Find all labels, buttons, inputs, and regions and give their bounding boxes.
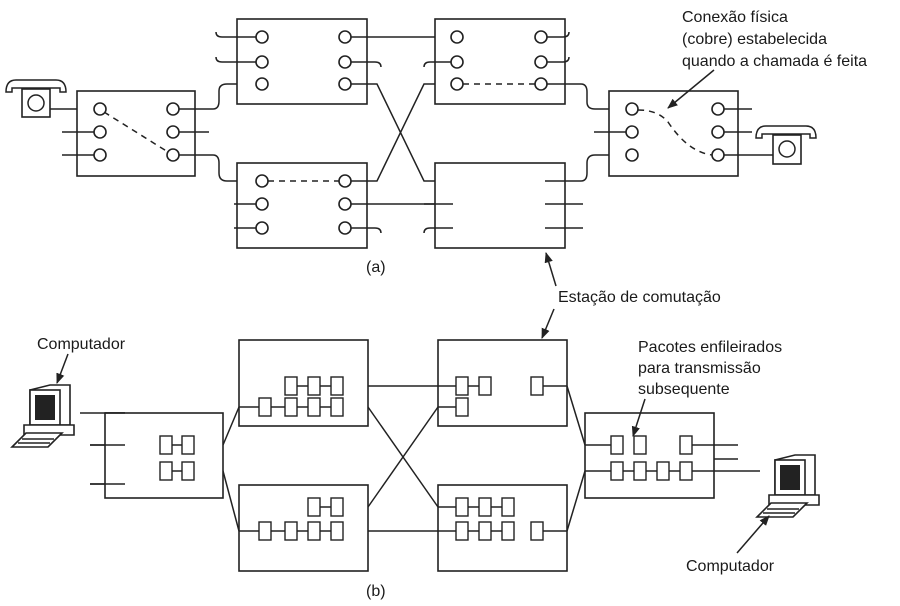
packet: [610, 435, 624, 455]
packet: [307, 376, 321, 396]
annotation-arrow: [631, 398, 646, 437]
packet: [284, 397, 298, 417]
link-line: [222, 470, 240, 532]
packet: [258, 397, 272, 417]
switch-station-annotation: Estação de comutação: [541, 251, 721, 339]
packets-annotation-line1: Pacotes enfileirados: [638, 339, 782, 356]
packet: [181, 435, 195, 455]
packet: [501, 521, 515, 541]
computer-icon-left: [10, 384, 75, 448]
svg-text:(cobre) estabelecida: (cobre) estabelecida: [682, 31, 827, 48]
switch-office-a-top-1: [215, 18, 457, 182]
packet-router-right: [584, 412, 715, 499]
packet: [455, 497, 469, 517]
packet: [633, 461, 647, 481]
telephone-icon-right: [755, 125, 817, 165]
packet: [679, 435, 693, 455]
packet: [530, 521, 544, 541]
packet-switching-part-b: Computador Pacotes enfileirados para tra…: [10, 336, 820, 600]
telephone-icon-left: [5, 79, 100, 118]
annotation-arrow: [736, 515, 770, 554]
packet: [159, 435, 173, 455]
packet: [478, 497, 492, 517]
packet: [455, 397, 469, 417]
switch-office-a-bottom-1: [234, 83, 457, 249]
link-line: [566, 385, 586, 446]
packet: [610, 461, 624, 481]
packet: [330, 376, 344, 396]
packet: [307, 397, 321, 417]
link-line: [367, 406, 439, 508]
computer-label-left: Computador: [37, 336, 126, 353]
circuit-switching-part-a: (a) Conexão física (cobre) estabelecida …: [5, 9, 867, 276]
packet: [530, 376, 544, 396]
packet-router-left: [104, 412, 224, 499]
packet: [478, 521, 492, 541]
packet: [284, 521, 298, 541]
packets-annotation-line3: subsequente: [638, 381, 730, 398]
switch-office-a-left: [62, 83, 262, 182]
packet: [330, 497, 344, 517]
packet: [656, 461, 670, 481]
packet: [478, 376, 492, 396]
packet: [307, 497, 321, 517]
packet: [258, 521, 272, 541]
packet: [633, 435, 647, 455]
packet: [159, 461, 173, 481]
link-line: [222, 406, 240, 446]
packet: [284, 376, 298, 396]
part-a-label: (a): [366, 259, 386, 276]
switch-office-a-right: [594, 90, 773, 177]
packet: [330, 397, 344, 417]
computer-icon-right: [755, 454, 820, 518]
packet: [330, 521, 344, 541]
packets-annotation-line2: para transmissão: [638, 360, 761, 377]
link-line: [566, 470, 586, 532]
physical-connection-annotation: Conexão física (cobre) estabelecida quan…: [667, 9, 867, 109]
switch-office-a-top-2: [423, 18, 632, 110]
packet: [679, 461, 693, 481]
part-b-label: (b): [366, 583, 386, 600]
annotation-arrow: [667, 69, 715, 109]
svg-text:Conexão física: Conexão física: [682, 9, 788, 26]
annotation-arrow: [541, 308, 555, 339]
annotation-arrow: [544, 251, 557, 287]
computer-label-right: Computador: [686, 558, 775, 575]
svg-text:quando a chamada é feita: quando a chamada é feita: [682, 53, 867, 70]
packet: [307, 521, 321, 541]
packet: [455, 521, 469, 541]
packet: [455, 376, 469, 396]
switch-office-a-bottom-2: [423, 154, 632, 249]
packet: [181, 461, 195, 481]
packet: [501, 497, 515, 517]
svg-text:Estação de comutação: Estação de comutação: [558, 289, 721, 306]
annotation-arrow: [56, 353, 69, 384]
